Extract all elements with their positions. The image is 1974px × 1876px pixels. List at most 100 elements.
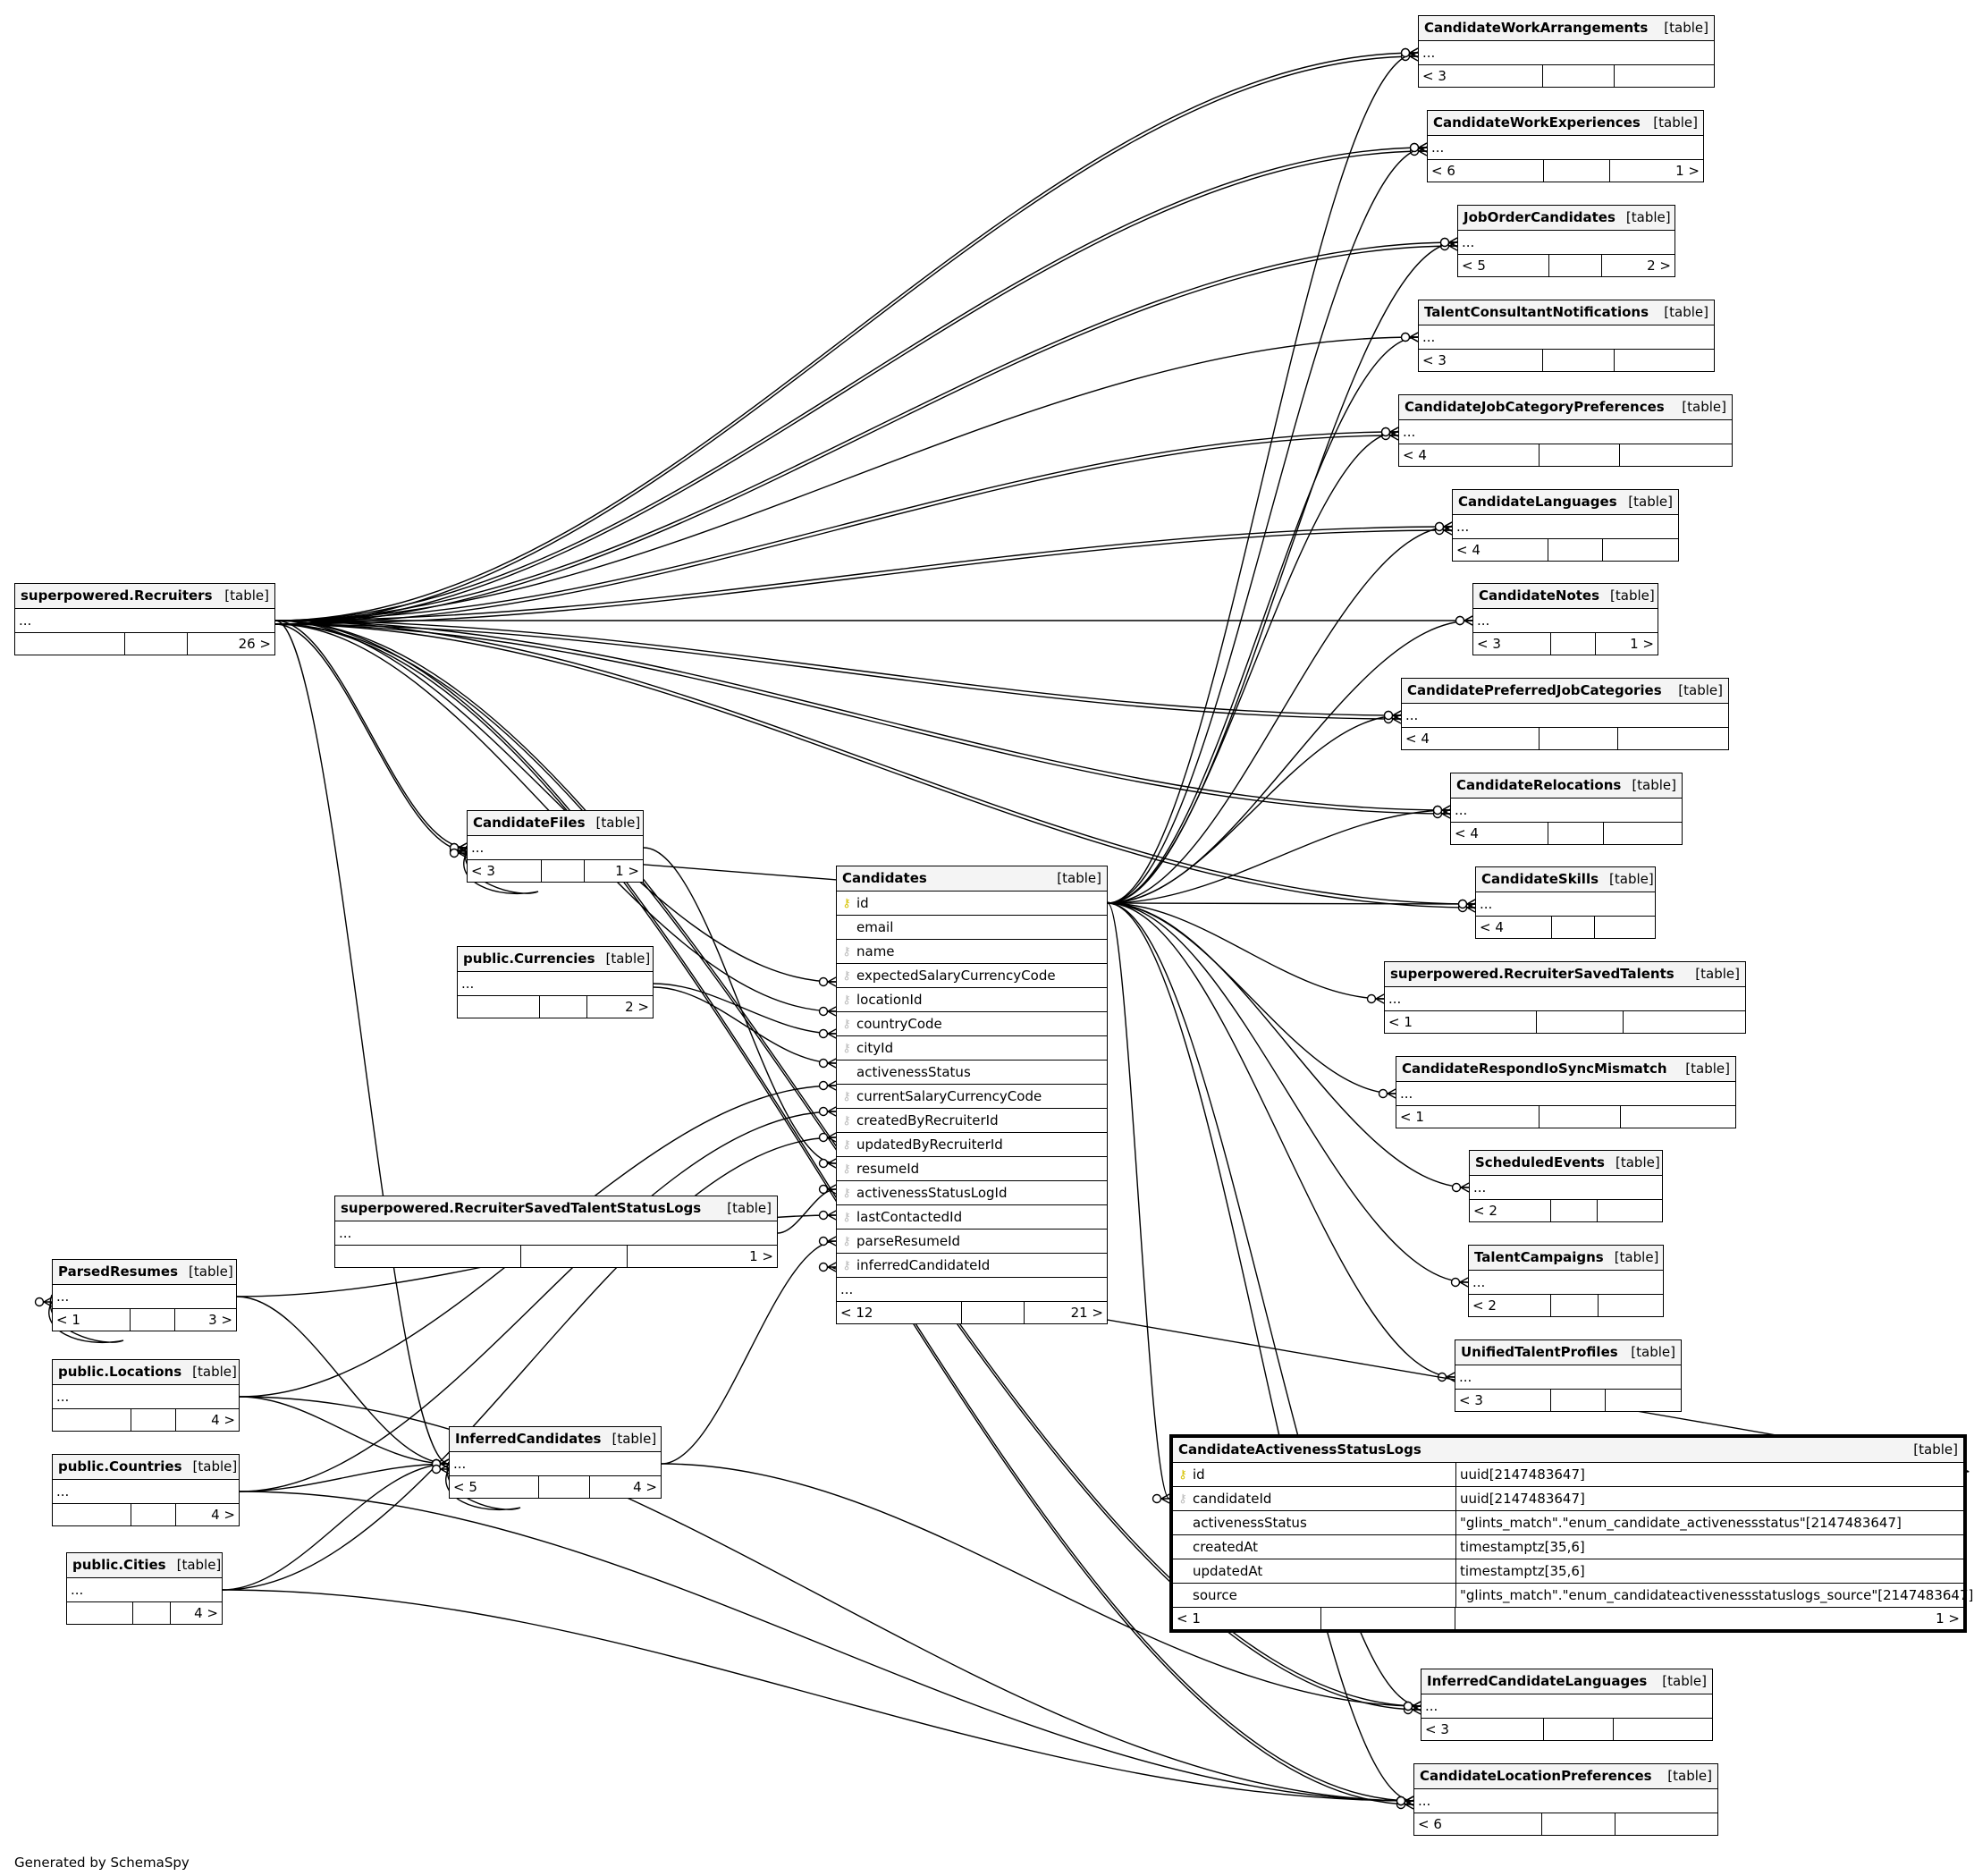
table-statuslogs[interactable]: superpowered.RecruiterSavedTalentStatusL… (334, 1196, 778, 1268)
footer-middle (131, 1309, 175, 1331)
table-savedtalents[interactable]: superpowered.RecruiterSavedTalents[table… (1384, 961, 1746, 1034)
table-tag: [table] (1615, 1154, 1660, 1170)
table-respondio[interactable]: CandidateRespondIoSyncMismatch[table]...… (1396, 1056, 1736, 1128)
table-inflang[interactable]: InferredCandidateLanguages[table]...< 3 (1421, 1669, 1713, 1741)
column-row-lastcontactedid[interactable]: ⚷lastContactedId (837, 1205, 1107, 1230)
footer-middle (1544, 160, 1610, 182)
table-tag: [table] (224, 587, 269, 604)
table-footer: < 12 21 > (837, 1302, 1107, 1323)
column-row-locationid[interactable]: ⚷locationId (837, 988, 1107, 1012)
footer-parents (1606, 1390, 1681, 1411)
table-name: superpowered.RecruiterSavedTalents (1390, 966, 1675, 982)
column-row-name[interactable]: ⚷name (837, 940, 1107, 964)
crows-foot-marker (1409, 142, 1420, 153)
table-footer: < 4 (1476, 917, 1655, 938)
footer-parents: 1 > (1936, 1610, 1960, 1627)
table-recruiters[interactable]: superpowered.Recruiters[table]...26 > (14, 583, 275, 655)
relationship-edge-currencies-candidates (653, 986, 837, 1064)
relationship-edge-parsed-inferred (236, 1296, 450, 1465)
table-workarr[interactable]: CandidateWorkArrangements[table]...< 3 (1418, 15, 1715, 88)
crows-foot-marker (818, 1262, 829, 1272)
column-row-createdbyrecruiterid[interactable]: ⚷createdByRecruiterId (837, 1109, 1107, 1133)
relationship-edge-recruiters-workexp (274, 147, 1428, 621)
table-name: InferredCandidates (455, 1431, 602, 1447)
column-row-activenessstatuslogid[interactable]: ⚷activenessStatusLogId (837, 1181, 1107, 1205)
table-name: public.Locations (58, 1364, 182, 1380)
table-locations[interactable]: public.Locations[table]...4 > (52, 1359, 240, 1432)
column-row-source[interactable]: source"glints_match"."enum_candidateacti… (1173, 1584, 1973, 1608)
footer-children (335, 1246, 521, 1267)
column-name: currentSalaryCurrencyCode (856, 1087, 1042, 1104)
relationship-edge-candidates-jobcatpref (1107, 431, 1399, 904)
table-relocations[interactable]: CandidateRelocations[table]...< 4 (1450, 773, 1683, 845)
column-row-expectedsalarycurrencycode[interactable]: ⚷expectedSalaryCurrencyCode (837, 964, 1107, 988)
column-row-activenessstatus[interactable]: activenessStatus"glints_match"."enum_can… (1173, 1511, 1963, 1535)
column-row-cityid[interactable]: ⚷cityId (837, 1036, 1107, 1061)
footer-middle (540, 996, 587, 1018)
table-tag: [table] (1614, 1249, 1659, 1265)
relationship-edge-candidates-inflang (1107, 902, 1421, 1707)
column-row-activenessstatus[interactable]: activenessStatus (837, 1061, 1107, 1085)
table-name: CandidatePreferredJobCategories (1407, 682, 1662, 698)
table-jobcatpref[interactable]: CandidateJobCategoryPreferences[table]..… (1398, 394, 1733, 467)
column-row-inferredcandidateid[interactable]: ⚷inferredCandidateId (837, 1254, 1107, 1278)
foreign-key-icon: ⚷ (842, 1234, 851, 1248)
more-columns: ... (1431, 139, 1445, 156)
table-campaigns[interactable]: TalentCampaigns[table]...< 2 (1468, 1245, 1664, 1317)
column-row-resumeid[interactable]: ⚷resumeId (837, 1157, 1107, 1181)
table-name: UnifiedTalentProfiles (1461, 1344, 1618, 1360)
footer-middle (1551, 1390, 1606, 1411)
column-row-currentsalarycurrencycode[interactable]: ⚷currentSalaryCurrencyCode (837, 1085, 1107, 1109)
table-events[interactable]: ScheduledEvents[table]...< 2 (1469, 1150, 1663, 1222)
more-columns: ... (339, 1224, 352, 1241)
more-columns: ... (1455, 801, 1468, 818)
table-prefjobcat[interactable]: CandidatePreferredJobCategories[table]..… (1401, 678, 1729, 750)
table-name: CandidateRelocations (1456, 777, 1622, 793)
column-row-updatedbyrecruiterid[interactable]: ⚷updatedByRecruiterId (837, 1133, 1107, 1157)
table-candidate-activeness-status-logs[interactable]: CandidateActivenessStatusLogs [table] ⚷i… (1169, 1434, 1973, 1633)
footer-parents: 21 > (1070, 1304, 1103, 1321)
table-languages[interactable]: CandidateLanguages[table]...< 4 (1452, 489, 1679, 562)
footer-middle (133, 1602, 171, 1624)
table-tag: [table] (1664, 304, 1708, 320)
table-talentnotif[interactable]: TalentConsultantNotifications[table]...<… (1418, 300, 1715, 372)
relationship-edge-candidates-unified (1107, 902, 1455, 1378)
table-cities[interactable]: public.Cities[table]...4 > (66, 1552, 223, 1625)
relationship-edge-candidates-languages (1107, 526, 1453, 904)
crows-foot-lines (1441, 805, 1451, 815)
column-row-email[interactable]: email (837, 916, 1107, 940)
footer-middle (1321, 1608, 1455, 1629)
footer-middle (1540, 444, 1620, 466)
table-currencies[interactable]: public.Currencies[table]...2 > (457, 946, 654, 1018)
table-locpref[interactable]: CandidateLocationPreferences[table]...< … (1413, 1763, 1718, 1836)
table-countries[interactable]: public.Countries[table]...4 > (52, 1454, 240, 1526)
column-row-countrycode[interactable]: ⚷countryCode (837, 1012, 1107, 1036)
crows-foot-marker (1383, 710, 1394, 721)
column-type: "glints_match"."enum_candidateactiveness… (1455, 1584, 1973, 1607)
relationship-edge-recruiters-skills (274, 623, 1476, 908)
crows-foot-lines (1459, 1277, 1469, 1288)
column-row-parseresumeid[interactable]: ⚷parseResumeId (837, 1230, 1107, 1254)
more-columns: ... (1480, 895, 1493, 912)
crows-foot-lines (440, 1464, 450, 1475)
column-row-id[interactable]: ⚷id (837, 892, 1107, 916)
table-skills[interactable]: CandidateSkills[table]...< 4 (1475, 866, 1656, 939)
column-name: candidateId (1193, 1490, 1272, 1507)
footer-parents: 2 > (1647, 257, 1671, 274)
table-unified[interactable]: UnifiedTalentProfiles[table]...< 3 (1455, 1339, 1682, 1412)
footer-children (53, 1409, 131, 1431)
table-header: CandidateJobCategoryPreferences[table] (1399, 395, 1732, 420)
